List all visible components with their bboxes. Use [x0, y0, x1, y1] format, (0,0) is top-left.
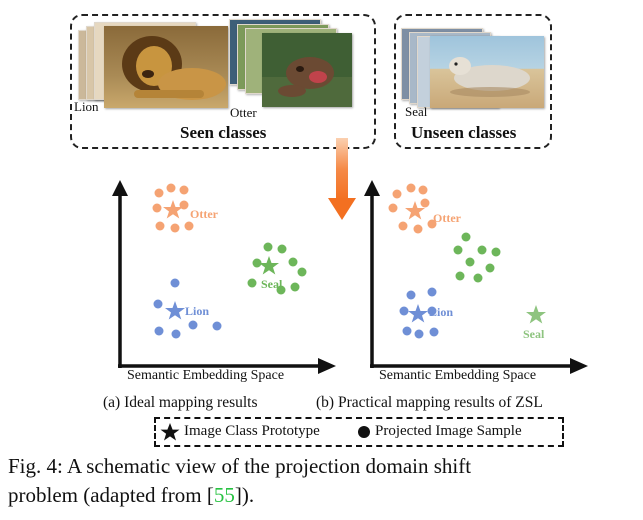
otter-photo [262, 33, 352, 107]
seal-photo [430, 36, 544, 108]
otter-cluster: Otter [388, 183, 462, 234]
right-subcaption: (b) Practical mapping results of ZSL [316, 394, 543, 411]
seal-cluster: Seal [247, 242, 307, 295]
lion-label: Lion [74, 99, 99, 114]
y-axis-arrowhead [112, 180, 128, 196]
lion-cluster-label: Lion [429, 305, 453, 319]
seal-prototype-star [259, 256, 279, 275]
lion-prototype-star [408, 304, 428, 323]
dot-legend-icon [358, 426, 370, 438]
left-subcaption: (a) Ideal mapping results [103, 394, 258, 411]
projection-arrow [328, 138, 356, 220]
seal-cluster-label: Seal [523, 327, 545, 341]
left-axis-label: Semantic Embedding Space [127, 368, 285, 383]
otter-prototype-star [405, 201, 425, 220]
y-axis-arrowhead [364, 180, 380, 196]
lion-prototype-star [165, 301, 185, 320]
seal-prototype-star [526, 305, 546, 324]
unseen-classes-box [394, 14, 552, 149]
figure-caption-line1: Fig. 4: A schematic view of the projecti… [8, 454, 472, 478]
otter-cluster-label: Otter [433, 211, 462, 225]
seal-cluster-label: Seal [261, 277, 283, 291]
seen-classes-title: Seen classes [180, 123, 267, 142]
practical-mapping-plot: Otter Lion Seal [364, 180, 588, 374]
figure-caption: Fig. 4: A schematic view of the projecti… [8, 452, 638, 510]
otter-cluster-label: Otter [190, 207, 219, 221]
lion-cluster-label: Lion [185, 304, 209, 318]
legend-sample-label: Projected Image Sample [375, 423, 522, 439]
otter-label: Otter [230, 105, 257, 120]
lion-cluster: Lion [153, 278, 222, 339]
star-legend-icon [160, 423, 180, 441]
unseen-classes-title: Unseen classes [411, 123, 517, 142]
lion-cluster: Lion [399, 287, 453, 339]
otter-cluster: Otter [152, 183, 219, 233]
legend-prototype-label: Image Class Prototype [184, 423, 320, 439]
otter-prototype-star [163, 200, 183, 219]
seal-samples [453, 232, 501, 283]
seal-label: Seal [405, 104, 428, 119]
figure-caption-line2: problem (adapted from [55]). [8, 483, 255, 507]
legend-box [154, 417, 564, 447]
lion-photo [104, 26, 228, 108]
right-axis-label: Semantic Embedding Space [379, 368, 537, 383]
x-axis-arrowhead [570, 358, 588, 374]
x-axis-arrowhead [318, 358, 336, 374]
seen-classes-box [70, 14, 376, 149]
citation-link[interactable]: 55 [213, 483, 235, 507]
ideal-mapping-plot: Otter Seal Lion [112, 180, 336, 374]
seal-prototype-group: Seal [523, 305, 546, 341]
